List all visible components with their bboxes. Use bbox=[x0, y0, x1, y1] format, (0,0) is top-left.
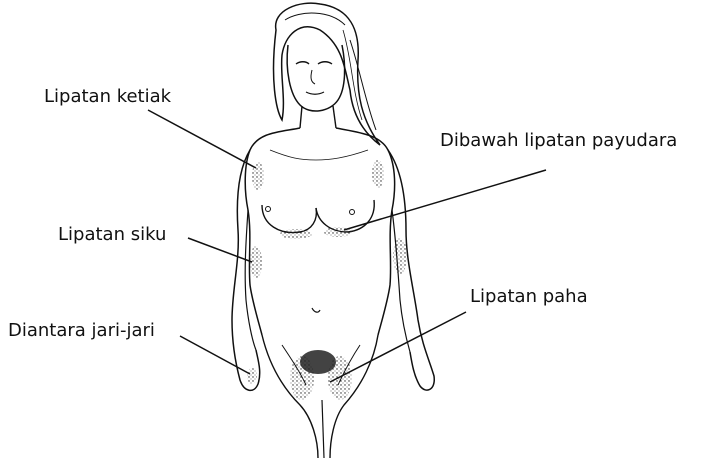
pointer-armpit bbox=[148, 110, 256, 168]
label-elbow: Lipatan siku bbox=[58, 226, 166, 244]
label-armpit: Lipatan ketiak bbox=[44, 88, 171, 106]
label-under-breast: Dibawah lipatan payudara bbox=[440, 132, 677, 150]
face bbox=[287, 45, 344, 111]
pubic-hair bbox=[300, 350, 336, 374]
rash-armpit-right bbox=[372, 160, 384, 188]
rash-fingers bbox=[247, 368, 257, 384]
pointer-groin bbox=[330, 312, 466, 382]
hair bbox=[274, 3, 380, 145]
label-groin: Lipatan paha bbox=[470, 288, 588, 306]
pointer-fingers bbox=[180, 336, 250, 374]
label-fingers: Diantara jari-jari bbox=[8, 322, 155, 340]
rash-underbreast-left bbox=[280, 229, 312, 239]
pointer-elbow bbox=[188, 238, 252, 262]
rash-elbow-right bbox=[393, 238, 407, 274]
